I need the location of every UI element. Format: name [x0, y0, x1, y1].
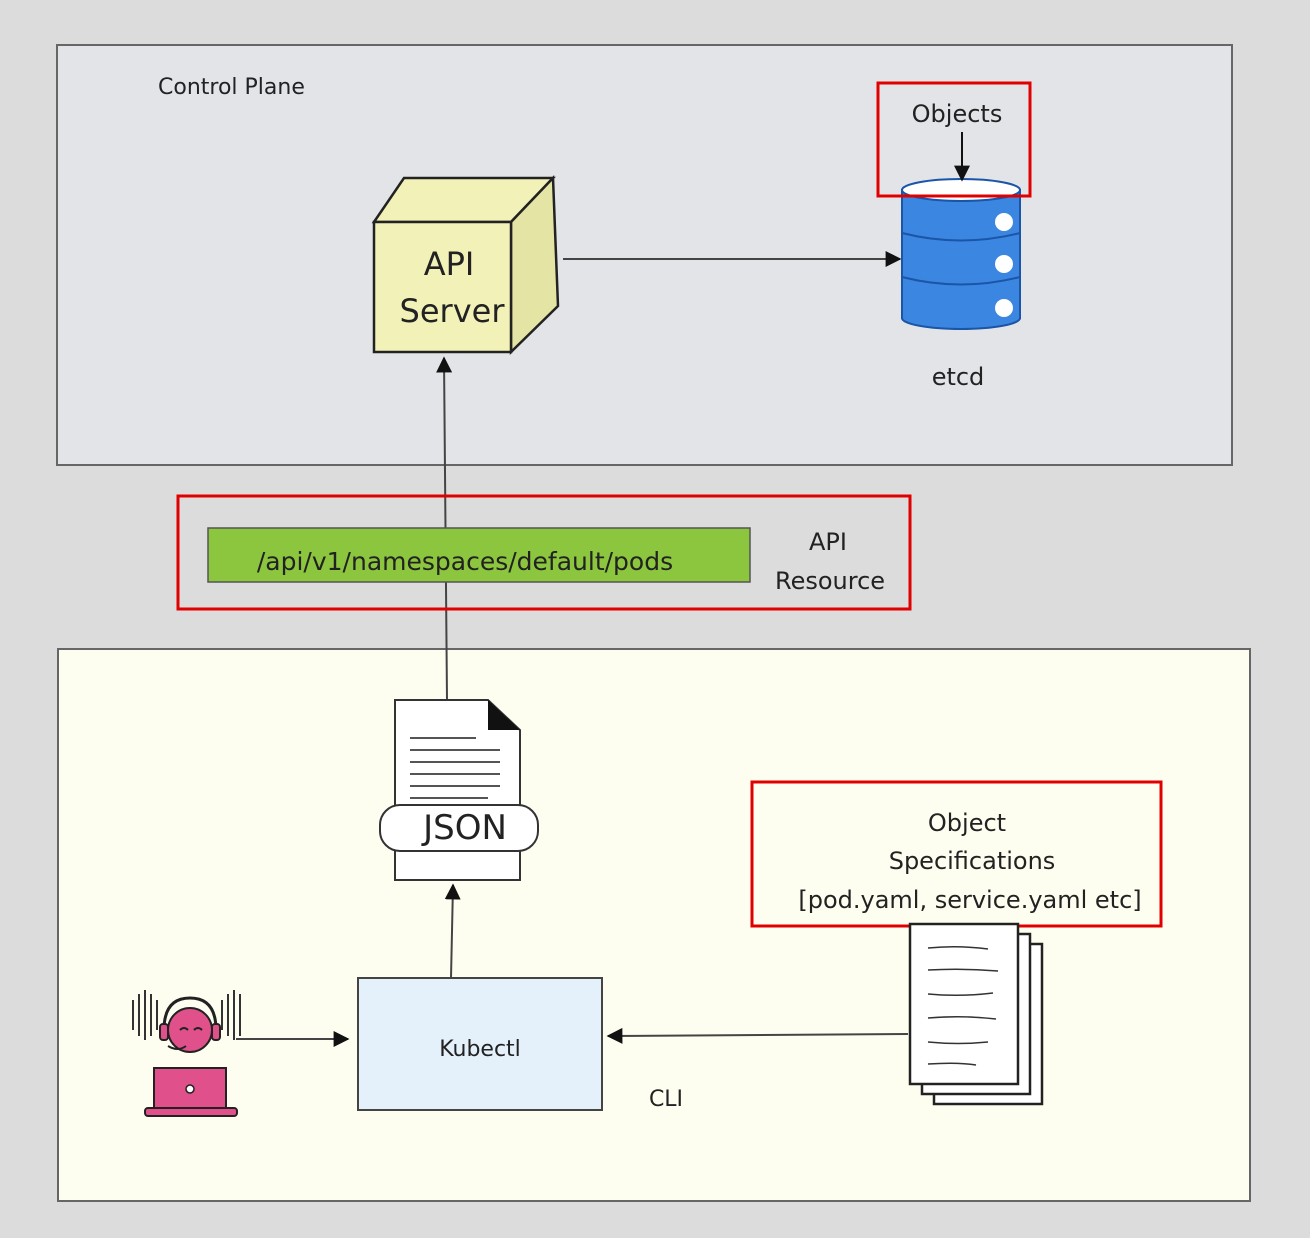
- object-specs-line3: [pod.yaml, service.yaml etc]: [798, 886, 1141, 914]
- json-label: JSON: [421, 808, 507, 848]
- api-resource-label-line1: API: [809, 528, 847, 556]
- etcd-label: etcd: [932, 363, 985, 391]
- api-server-label-line1: API: [424, 245, 475, 283]
- objects-highlight-box: [876, 81, 1032, 198]
- api-resource-path: /api/v1/namespaces/default/pods: [257, 547, 673, 576]
- spec-documents-stack-icon[interactable]: [908, 922, 1044, 1106]
- kubectl-box[interactable]: [357, 977, 603, 1111]
- api-resource-label-line2: Resource: [775, 567, 885, 595]
- etcd-database-icon[interactable]: [901, 178, 1021, 330]
- user-at-laptop-icon: [132, 990, 241, 1117]
- control-plane-title: Control Plane: [158, 75, 305, 100]
- kubectl-label: Kubectl: [439, 1037, 521, 1062]
- json-document-icon[interactable]: JSON: [379, 699, 539, 881]
- api-server-label-line2: Server: [400, 292, 506, 330]
- arrow-kubectl-to-json: [444, 883, 461, 979]
- api-resource-path-bar[interactable]: [207, 527, 751, 583]
- api-resource-highlight-box: [176, 494, 912, 611]
- control-plane-panel: [56, 44, 1233, 466]
- cli-label: CLI: [649, 1087, 683, 1112]
- arrow-specs-to-kubectl: [606, 1027, 909, 1044]
- objects-label: Objects: [912, 100, 1003, 128]
- api-server-cube[interactable]: API Server: [371, 175, 560, 355]
- object-specs-line1: Object: [928, 809, 1006, 837]
- object-specs-line2: Specifications: [889, 847, 1056, 875]
